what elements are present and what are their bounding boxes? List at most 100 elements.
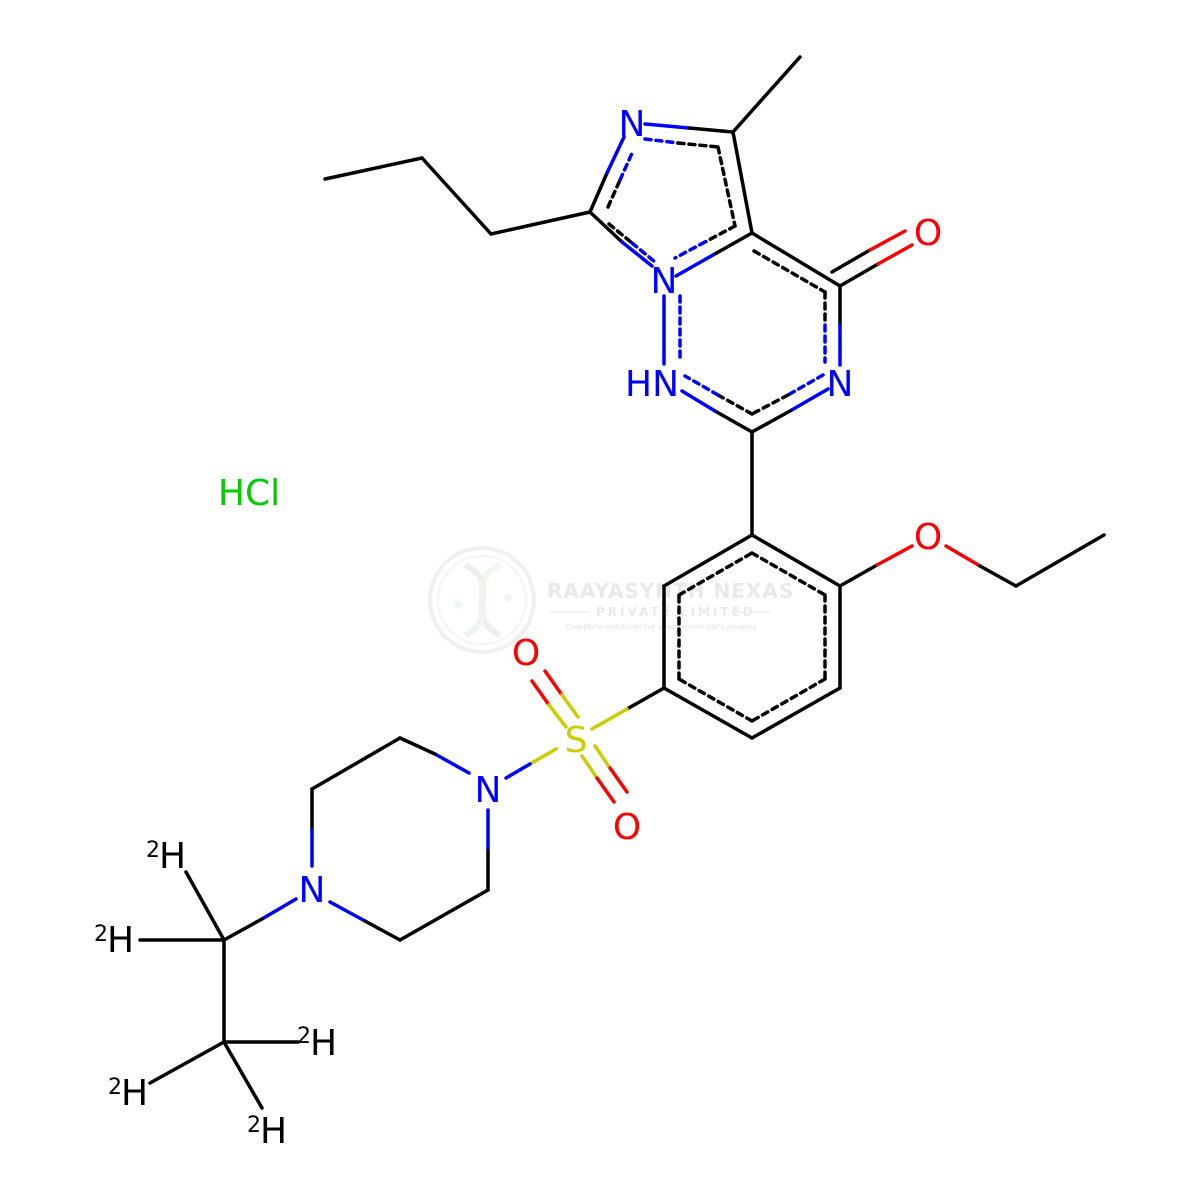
atom-n-imidazole: N <box>619 104 646 145</box>
bond <box>184 870 226 942</box>
bond-aromatic <box>716 145 737 228</box>
bond <box>978 564 1018 588</box>
watermark-tagline: Complete solutions for every molecule's … <box>566 623 757 631</box>
atom-deuterium-3: 2 H <box>297 1023 337 1064</box>
bond <box>528 747 558 766</box>
bond <box>420 156 493 236</box>
bond <box>588 171 609 214</box>
bond <box>944 544 982 568</box>
atom-o-carbonyl: O <box>914 213 942 254</box>
bonds <box>138 55 1106 1110</box>
bond <box>595 776 616 804</box>
bond <box>750 686 842 740</box>
atom-deuterium-2: 2 H <box>94 920 134 961</box>
bond <box>680 389 717 413</box>
atom-deuterium-1: 2 H <box>146 836 186 877</box>
bond <box>560 693 580 719</box>
atom-n-bridgehead: N <box>651 261 678 302</box>
bond-aromatic <box>677 551 754 597</box>
bond-aromatic <box>676 141 720 149</box>
bond <box>875 544 914 567</box>
bond-aromatic <box>673 240 707 260</box>
atom-s-sulfonyl: S <box>565 720 588 761</box>
atom-o-sulfonyl-bottom: O <box>613 807 641 848</box>
bond <box>398 888 490 942</box>
bond <box>605 135 626 175</box>
atom-o-ether: O <box>914 517 942 558</box>
hcl-salt-label: HCl <box>218 473 280 514</box>
bond <box>674 253 715 278</box>
bond <box>1014 533 1106 588</box>
isotope-superscript: 2 <box>94 922 108 947</box>
bond <box>625 686 666 711</box>
atom-deuterium-5: 2 H <box>247 1111 287 1152</box>
bond <box>750 231 842 288</box>
bond-aromatic <box>618 149 635 182</box>
isotope-element: H <box>121 1073 148 1114</box>
bond-aromatic <box>677 677 754 723</box>
bond <box>662 686 754 740</box>
bond <box>593 744 612 770</box>
bond <box>543 669 564 697</box>
atom-n-triazine: N <box>827 364 854 405</box>
atom-n-piperazine-right: N <box>475 770 502 811</box>
bond-aromatic <box>750 677 827 723</box>
bond <box>310 736 402 791</box>
atom-deuterium-4: 2 H <box>108 1073 148 1114</box>
watermark-subtitle: PRIVATE LIMITED <box>596 605 756 619</box>
atom-n-piperazine-left: N <box>299 870 326 911</box>
bond-aromatic <box>606 178 622 209</box>
bond <box>590 707 629 731</box>
atom-nh: HN <box>625 364 679 405</box>
bond <box>750 409 792 434</box>
isotope-superscript: 2 <box>146 838 160 863</box>
bond <box>868 229 907 252</box>
bond <box>620 240 654 268</box>
bond <box>580 754 599 780</box>
bond <box>489 210 592 236</box>
bond <box>687 126 735 134</box>
bond-aromatic <box>643 137 680 145</box>
bond <box>731 130 754 235</box>
dna-helix-icon <box>428 546 536 654</box>
bond <box>260 897 298 921</box>
bond-aromatic <box>683 374 720 397</box>
bond <box>323 156 424 181</box>
bond <box>643 122 691 130</box>
bond-aromatic <box>752 249 827 294</box>
bond-aromatic <box>703 224 737 244</box>
atom-labels: N O N HN N HCl O O S O N N 2 H 2 H 2 H 2… <box>94 104 942 1152</box>
watermark: RAAYASYNTH NEXAS PRIVATE LIMITED Complet… <box>428 546 793 654</box>
bond <box>713 409 754 434</box>
bond-aromatic <box>607 222 634 245</box>
bond <box>731 55 802 134</box>
bond <box>830 248 872 274</box>
isotope-superscript: 2 <box>108 1075 122 1100</box>
isotope-element: H <box>107 920 134 961</box>
bond <box>547 703 568 729</box>
bond <box>398 736 437 756</box>
bond <box>504 762 532 780</box>
bond <box>222 917 264 942</box>
bond-aromatic <box>786 373 825 397</box>
bond <box>433 752 471 775</box>
bond <box>750 533 842 588</box>
isotope-superscript: 2 <box>247 1113 261 1138</box>
bond <box>530 679 551 707</box>
bond <box>662 533 754 588</box>
isotope-element: H <box>260 1111 287 1152</box>
bond-aromatic <box>750 393 790 416</box>
bond <box>222 1040 264 1110</box>
bond <box>608 766 629 794</box>
isotope-element: H <box>310 1023 337 1064</box>
isotope-element: H <box>159 836 186 877</box>
bond-aromatic <box>716 393 754 416</box>
isotope-superscript: 2 <box>297 1024 311 1049</box>
bond <box>876 243 914 266</box>
bond <box>838 262 880 288</box>
bond <box>588 210 624 244</box>
bond <box>711 231 754 257</box>
bond-aromatic <box>750 551 827 597</box>
atom-o-sulfonyl-top: O <box>512 633 540 674</box>
